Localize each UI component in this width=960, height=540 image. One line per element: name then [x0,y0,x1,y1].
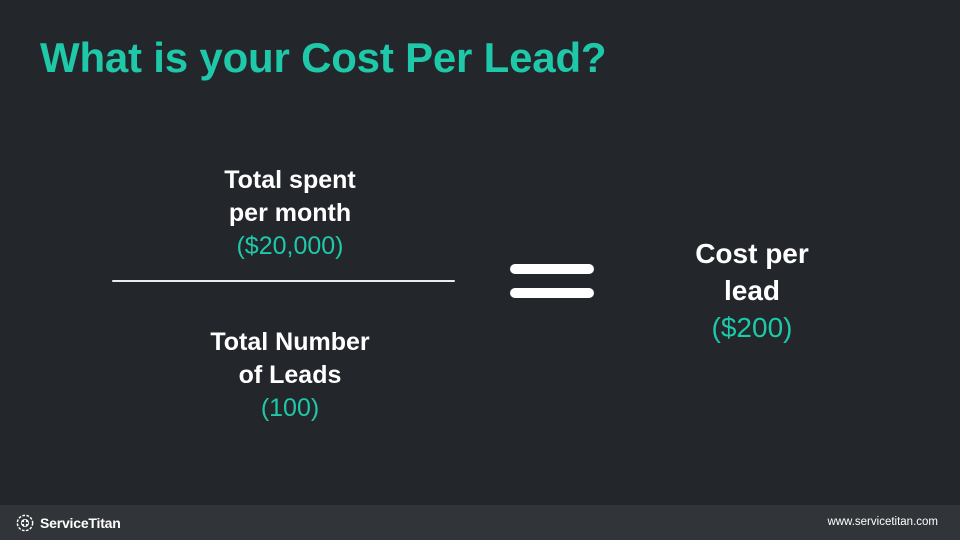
result: Cost per lead ($200) [652,235,852,346]
denominator-value: (100) [260,394,320,422]
footer: ServiceTitan www.servicetitan.com [0,505,960,540]
footer-url: www.servicetitan.com [827,516,938,528]
denominator-line-2: of Leads [238,361,342,389]
numerator: Total spent per month ($20,000) [180,164,400,263]
brand-name: ServiceTitan [40,515,121,531]
result-value: ($200) [711,312,793,343]
equals-bar-top [510,264,594,274]
denominator-line-1: Total Number [210,328,370,356]
numerator-value: ($20,000) [236,232,344,260]
brand-logo: ServiceTitan [16,513,121,533]
equals-bar-bottom [510,288,594,298]
servicetitan-logo-icon [16,514,34,532]
slide-title: What is your Cost Per Lead? [40,34,607,81]
result-line-1: Cost per [695,238,809,269]
result-line-2: lead [723,275,781,306]
numerator-line-2: per month [228,199,352,227]
numerator-line-1: Total spent [224,166,356,194]
equals-sign-icon [510,264,594,300]
fraction-bar [112,280,455,282]
denominator: Total Number of Leads (100) [180,326,400,425]
